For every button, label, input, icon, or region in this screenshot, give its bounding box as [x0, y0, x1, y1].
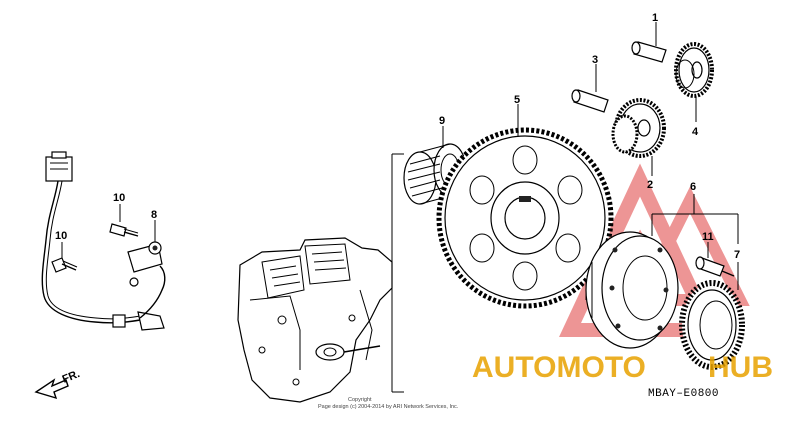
idle-gear-shaft-lower	[571, 89, 609, 113]
svg-text:AUTOMOTO: AUTOMOTO	[472, 351, 646, 384]
copyright-line-1: Copyright	[348, 397, 372, 403]
bolt-10-upper	[109, 223, 139, 237]
callout-3: 3	[592, 54, 598, 66]
sensor-harness	[41, 151, 166, 331]
reduction-gear	[611, 98, 666, 158]
callout-1: 1	[652, 12, 658, 24]
front-direction-arrow	[34, 378, 69, 400]
callout-9: 9	[439, 115, 445, 127]
socket-bolt-11	[695, 256, 735, 277]
callout-5: 5	[514, 94, 520, 106]
callout-7: 7	[734, 249, 740, 261]
direction-label: FR.	[61, 368, 82, 386]
callout-2: 2	[647, 179, 653, 191]
engine-crankcase	[237, 237, 393, 403]
watermark-text: AUTOMOTO HUB	[472, 351, 773, 384]
idle-gear	[674, 42, 714, 98]
svg-text:HUB: HUB	[708, 351, 773, 384]
callout-6: 6	[690, 181, 696, 193]
copyright-line-2: Page design (c) 2004-2014 by ARI Network…	[318, 404, 459, 410]
callout-11: 11	[702, 231, 714, 243]
starter-clutch-outer	[585, 231, 679, 349]
one-way-clutch	[679, 280, 745, 370]
bolt-10-lower	[51, 257, 78, 273]
idle-gear-shaft-upper	[631, 41, 667, 63]
callout-8: 8	[151, 209, 157, 221]
callout-10-upper: 10	[113, 192, 125, 204]
starter-driven-gear	[436, 127, 614, 309]
callout-4: 4	[692, 126, 699, 138]
diagram-code: MBAY–E0800	[648, 388, 719, 400]
callout-10-lower: 10	[55, 230, 67, 242]
leader-lines	[61, 22, 739, 393]
